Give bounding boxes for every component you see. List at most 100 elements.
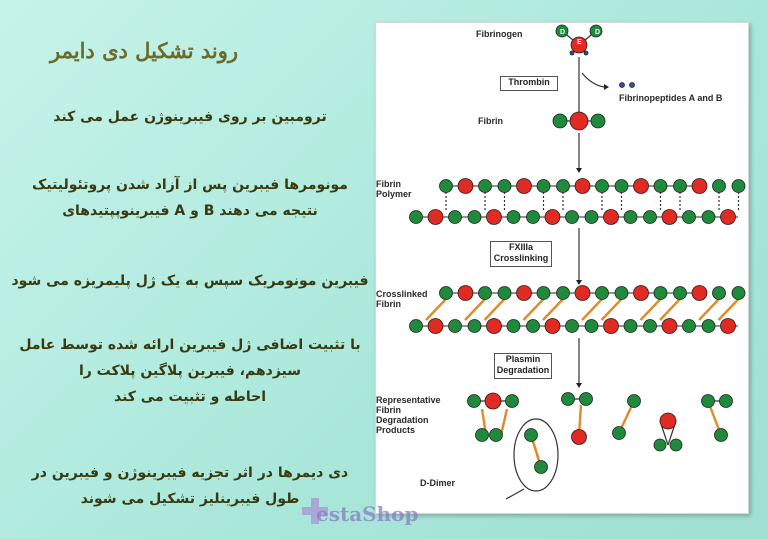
crosslinked-bottom-node [603,318,619,334]
crosslinked-bottom-node [506,319,521,333]
crosslinked-bottom-node [409,319,423,333]
paragraph-ddimer: دی دیمرها در اثر تجزیه فیبرینوژن و فیبری… [31,465,349,507]
product-node [489,428,503,442]
polymer-bottom-node [565,210,579,224]
crosslinked-top-node [516,285,532,301]
crosslinked-bottom-node [584,319,599,333]
watermark: estaShop [316,502,419,526]
crosslinked-bottom-node [623,319,638,333]
fibrinopeptide-dot [569,50,575,56]
crosslinked-bottom-node [682,319,696,333]
polymer-top-node [595,179,609,193]
polymer-top-node [731,179,746,193]
label-crosslinked-fibrin: Crosslinked Fibrin [376,289,428,309]
fibrinopeptide-dot [583,50,589,56]
crosslink-bond [698,298,720,321]
product-node [475,428,489,442]
crosslinked-top-node [691,285,708,301]
product-node [719,394,733,408]
crosslinked-bottom-node [467,319,482,333]
crosslinked-bottom-node [544,318,561,334]
arrow-fibrinopeptides-head [604,84,609,90]
box-fxiiia: FXIIIa Crosslinking [490,241,552,267]
fibrinopeptide-a-dot [619,82,625,88]
polymer-bottom-node [486,209,502,225]
polymer-bottom-node [506,210,521,224]
crosslinked-bottom-node [643,319,657,333]
crosslinked-top-node [457,285,474,301]
fibrinogen-d-node [555,24,569,38]
arrow-polymer-head [576,168,582,173]
crosslink-bond [542,298,564,321]
d-dimer-node [524,428,538,442]
polymer-top-node [614,179,629,193]
crosslinked-top-node [595,286,609,300]
polymer-top-node [712,179,726,193]
crosslink-bond [483,298,506,321]
crosslinked-top-node [731,286,746,300]
crosslinked-top-node [556,286,570,300]
polymer-bottom-node [720,209,736,225]
box-plasmin: Plasmin Degradation [494,353,552,379]
slide-title: روند تشکیل دی دایمر [50,38,239,63]
polymer-bottom-node [701,210,716,224]
label-fibrin-polymer: Fibrin Polymer [376,179,412,199]
polymer-bottom-node [603,209,619,225]
fibrin-diagram: Fibrinogen Thrombin Fibrinopeptides A an… [375,22,749,514]
product-node [579,392,593,406]
node-label-d1: D [560,29,566,36]
polymer-bottom-node [661,209,678,225]
product-node [484,392,502,410]
crosslinked-top-node [614,286,629,300]
d-dimer-outline [513,418,559,492]
polymer-bottom-node [584,210,599,224]
crosslinked-top-node [439,286,453,300]
product-node [714,428,728,442]
crosslinked-bottom-node [486,318,502,334]
diagram-canvas [409,24,746,500]
d-dimer-node [534,460,548,474]
polymer-top-node [516,178,532,194]
crosslinked-top-node [712,286,726,300]
fibrin-d-node [590,113,606,129]
label-d-dimer: D-Dimer [420,478,456,488]
crosslink-bond [659,298,681,321]
fibrinopeptide-b-dot [629,82,635,88]
polymer-top-node [574,178,591,194]
polymer-top-node [691,178,708,194]
product-node [612,426,626,440]
crosslink-bond [425,298,447,321]
box-thrombin: Thrombin [500,76,558,91]
paragraph-monomers: مونومرها فیبرین پس از آزاد شدن پروتئولیت… [32,177,348,219]
polymer-bottom-node [526,210,540,224]
crosslinked-top-node [673,286,687,300]
paragraph-thrombin: ترومبین بر روی فیبرینوژن عمل می کند [53,109,327,125]
product-node [701,394,715,408]
polymer-top-node [478,179,492,193]
polymer-bottom-node [467,210,482,224]
crosslinked-top-node [536,286,551,300]
fibrin-d-node [552,113,568,129]
polymer-top-node [673,179,687,193]
polymer-top-node [653,179,668,193]
product-node [627,394,641,408]
arrow-fibrinopeptides [581,72,605,88]
crosslinked-top-node [574,285,591,301]
d-dimer-pointer [505,488,525,500]
polymer-bottom-node [427,209,444,225]
crosslinked-top-node [478,286,492,300]
polymer-bottom-node [643,210,657,224]
product-node [653,438,667,452]
product-node [467,394,481,408]
crosslink-bond [717,298,740,321]
label-fibrin: Fibrin [478,116,503,126]
polymer-bottom-node [409,210,423,224]
arrow-plasmin-head [576,383,582,388]
crosslink-bond [600,298,623,321]
crosslinked-bottom-node [701,319,716,333]
crosslinked-top-node [497,286,512,300]
arrow-crosslink-head [576,280,582,285]
crosslinked-top-node [633,285,649,301]
crosslink-bond [464,298,486,321]
